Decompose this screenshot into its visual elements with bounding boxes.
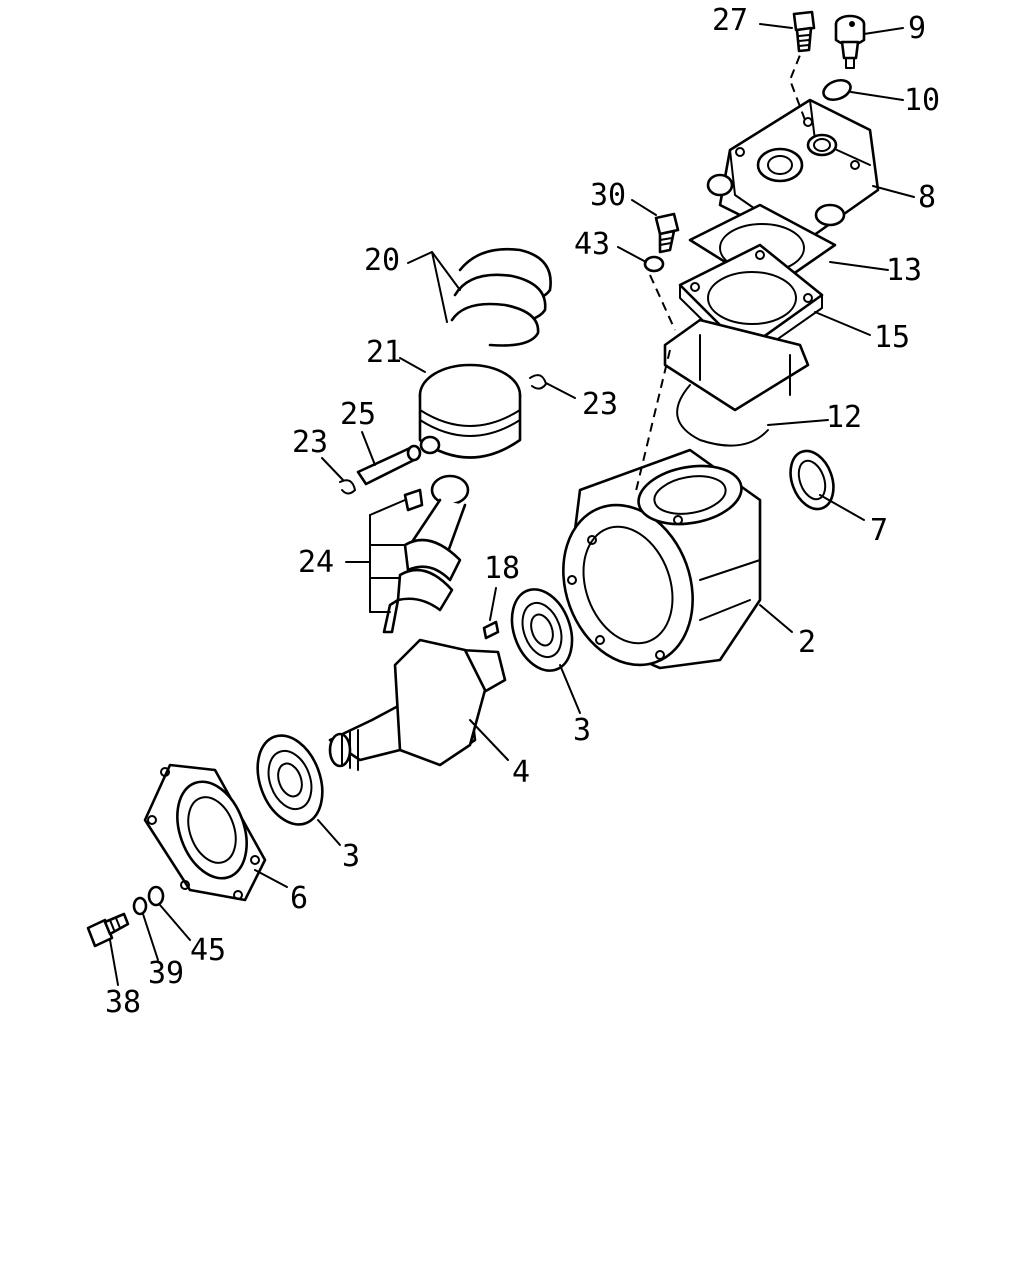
- callout-18: 18: [484, 551, 520, 586]
- centerline-stud-30: [649, 274, 676, 331]
- centerline-cylinder: [634, 349, 671, 496]
- callout-23-right: 23: [582, 387, 618, 422]
- part-43-washer: [643, 255, 665, 273]
- callout-21: 21: [366, 335, 402, 370]
- callout-20: 20: [364, 243, 400, 278]
- callout-labels: 27 9 10 8 30 43 13 15 12 20 21 23 23 25 …: [105, 3, 940, 1020]
- callout-23-left: 23: [292, 425, 328, 460]
- part-23-circlip-lower: [339, 479, 356, 495]
- part-2-crankcase: [562, 448, 762, 670]
- part-25-piston-pin: [356, 444, 422, 486]
- callout-2: 2: [798, 625, 816, 660]
- callout-15: 15: [874, 320, 910, 355]
- callout-12: 12: [826, 400, 862, 435]
- part-10-o-ring: [822, 78, 852, 102]
- part-9-fitting: [834, 14, 866, 69]
- callout-45: 45: [190, 933, 226, 968]
- callout-3-lower: 3: [342, 839, 360, 874]
- part-45-washer: [147, 885, 165, 907]
- callout-8: 8: [918, 180, 936, 215]
- callout-7: 7: [870, 513, 888, 548]
- cylinder-liner: [663, 318, 810, 412]
- part-3-bearing-upper: [510, 588, 574, 672]
- callout-13: 13: [886, 253, 922, 288]
- part-38-bolt: [86, 912, 130, 948]
- part-7-seal: [789, 449, 835, 511]
- callout-39: 39: [148, 956, 184, 991]
- callout-38: 38: [105, 985, 141, 1020]
- part-27-bolt: [792, 10, 816, 53]
- part-12-ring-seal: [676, 384, 769, 447]
- callout-4: 4: [512, 755, 530, 790]
- callout-24: 24: [298, 545, 334, 580]
- callout-30: 30: [590, 178, 626, 213]
- callout-6: 6: [290, 881, 308, 916]
- part-24-connecting-rod: [382, 474, 470, 634]
- leader-lines: [109, 23, 915, 986]
- centerline-head: [788, 54, 806, 121]
- callout-9: 9: [908, 11, 926, 46]
- part-6-end-cover: [143, 763, 267, 902]
- part-39-washer: [132, 896, 148, 916]
- part-18-key: [482, 620, 500, 640]
- part-30-bolt: [654, 212, 680, 254]
- part-3-bearing-lower: [256, 734, 324, 826]
- callout-3-upper: 3: [573, 713, 591, 748]
- callout-25: 25: [340, 397, 376, 432]
- callout-43: 43: [574, 227, 610, 262]
- part-21-piston: [418, 363, 522, 459]
- part-23-circlip-upper: [529, 374, 547, 390]
- callout-27: 27: [712, 3, 748, 38]
- part-20-piston-rings: [450, 247, 552, 347]
- part-4-crankshaft: [328, 638, 507, 771]
- callout-10: 10: [904, 83, 940, 118]
